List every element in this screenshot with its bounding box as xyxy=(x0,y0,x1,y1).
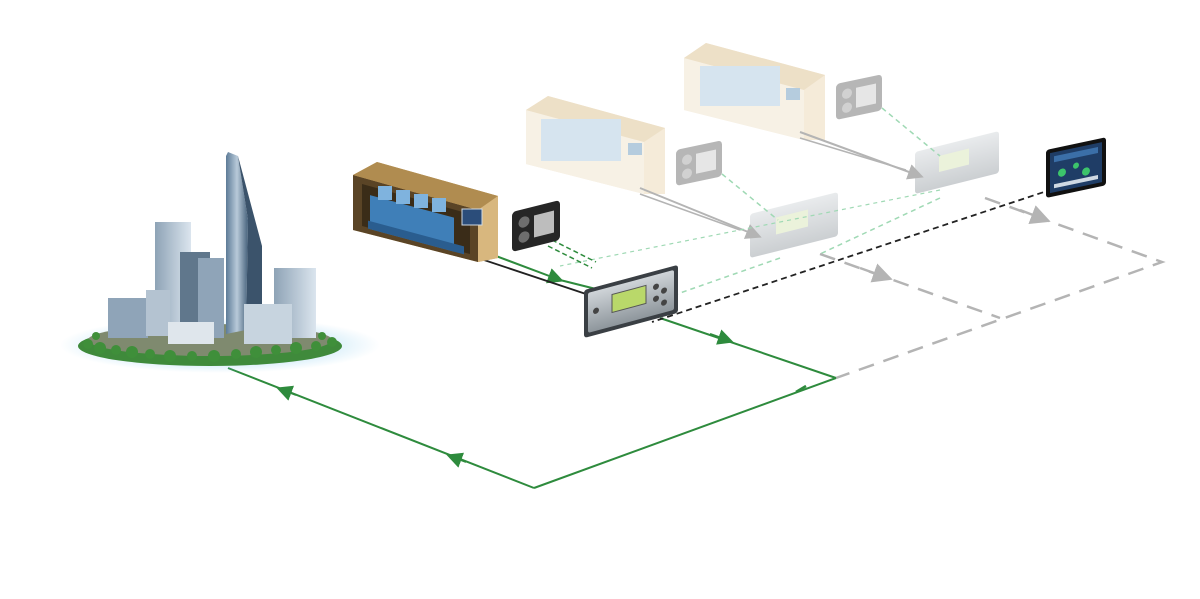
bus-arrow-bottom xyxy=(446,452,467,468)
inactive-links xyxy=(559,107,1166,380)
genset-container-2[interactable] xyxy=(526,96,665,194)
power-line-genset-2-b xyxy=(639,193,741,231)
genset-controller-2[interactable] xyxy=(750,192,838,258)
comm-line-3-to-1 xyxy=(559,189,941,267)
tower-tall-side xyxy=(238,156,262,330)
power-line-genset-2 xyxy=(639,187,762,239)
comm-line-panel-1 xyxy=(551,239,597,263)
bus-arrow-1 xyxy=(709,329,734,345)
engine-icon xyxy=(368,186,464,255)
tower-tall xyxy=(226,152,248,334)
engine-control-panel-1[interactable] xyxy=(512,200,560,252)
comm-line-2-to-1 xyxy=(659,257,781,301)
power-line-genset-3-b xyxy=(799,137,907,171)
hmi-touch-panel[interactable] xyxy=(1046,137,1106,198)
trees xyxy=(83,332,337,362)
tower-low-left xyxy=(108,298,148,338)
tower-low-mid xyxy=(146,290,170,336)
genset-container-3[interactable] xyxy=(684,43,825,140)
bus-bottom-to-city xyxy=(227,367,535,489)
communication-links xyxy=(477,185,1063,323)
genset-2-group xyxy=(526,96,838,258)
building-low xyxy=(168,322,214,344)
tower-right-2 xyxy=(244,304,292,344)
engine-control-panel-2[interactable] xyxy=(676,140,722,186)
power-line-genset-1-black xyxy=(477,257,593,297)
genset-container-1[interactable] xyxy=(353,162,498,262)
city-skyline[interactable] xyxy=(60,152,380,373)
genset-1-group xyxy=(353,162,678,338)
genset-3-group xyxy=(684,43,999,194)
genset-controller-1[interactable] xyxy=(584,265,678,338)
bus-junction-down xyxy=(533,377,837,489)
comm-line-panel-3 xyxy=(881,107,941,157)
bus-arrow-city xyxy=(276,385,297,401)
power-line-genset-1 xyxy=(487,252,564,284)
bus-controller-to-junction xyxy=(659,317,837,379)
bus-arrow-2 xyxy=(859,263,893,283)
container-screen-icon xyxy=(461,208,483,226)
bus-arrow-3 xyxy=(1019,205,1051,224)
comm-line-panel-1-b xyxy=(547,245,593,269)
comm-line-3-to-2 xyxy=(819,197,941,255)
active-power-bus xyxy=(227,252,837,489)
comm-line-hmi xyxy=(651,185,1063,323)
genset-controller-3[interactable] xyxy=(915,131,999,194)
bus-line-controller-3 xyxy=(835,196,1166,380)
bus-line-controller-2 xyxy=(819,252,1001,320)
engine-control-panel-3[interactable] xyxy=(836,74,882,120)
breaker-symbol xyxy=(795,384,807,394)
comm-line-panel-2 xyxy=(721,173,779,221)
